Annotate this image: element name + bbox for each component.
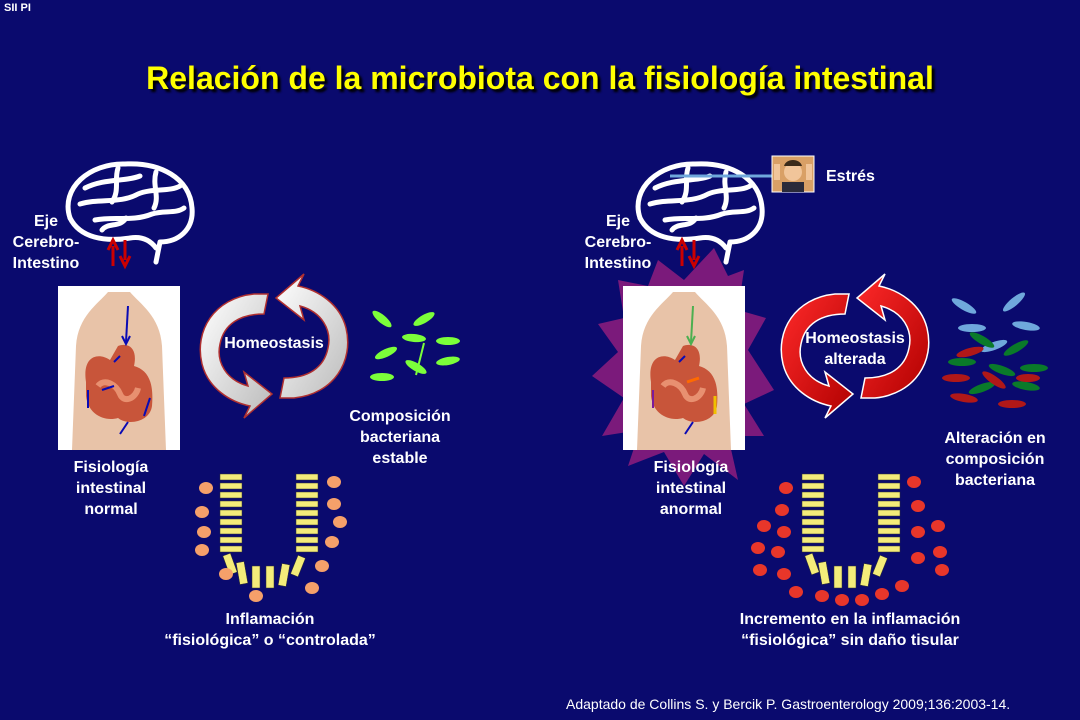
slide-tag: SII PI: [4, 2, 31, 14]
stress-photo-icon: [771, 155, 815, 193]
stress-label: Estrés: [826, 168, 875, 185]
homeostasis-cycle-icon: [199, 273, 349, 419]
bidirectional-arrow-icon: [106, 236, 132, 270]
bidirectional-arrow-icon-right: [675, 236, 701, 270]
brain-icon-right: [635, 161, 780, 265]
citation: Adaptado de Collins S. y Bercik P. Gastr…: [566, 696, 1011, 712]
inflammation-label-right: Incremento en la inflamación“fisiológica…: [739, 611, 961, 649]
inflammation-label-left: Inflamación“fisiológica” o “controlada”: [164, 611, 376, 649]
intestinal-crypt-inflamed: [751, 473, 949, 606]
stable-bacteria-icon: [370, 310, 460, 381]
intestinal-crypt-normal: [195, 473, 347, 602]
brain-icon: [65, 161, 195, 265]
altered-bacteria-icon: [942, 292, 1048, 408]
digestive-tract-image-right: [623, 286, 745, 450]
page-title: Relación de la microbiota con la fisiolo…: [146, 60, 934, 96]
altered-homeostasis-cycle-icon: [780, 273, 930, 419]
digestive-tract-image: [58, 286, 180, 450]
homeostasis-label: Homeostasis: [224, 335, 324, 352]
